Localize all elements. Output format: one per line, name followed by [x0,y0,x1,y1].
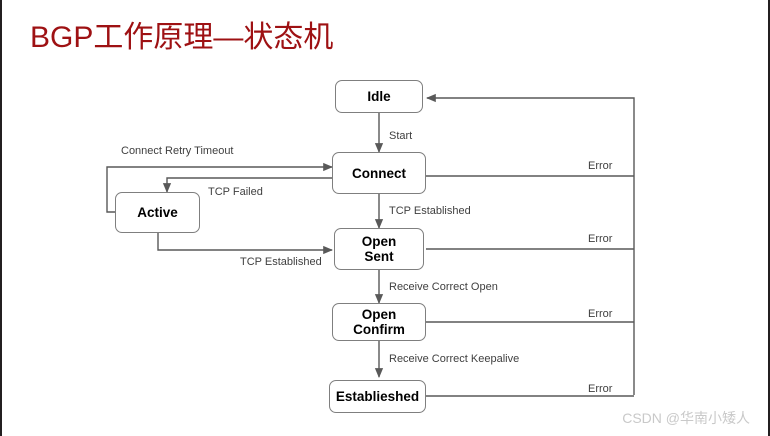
edge-label-receive-correct-keepalive: Receive Correct Keepalive [389,353,520,365]
csdn-watermark: CSDN @华南小矮人 [622,410,750,426]
state-label-open-sent-line1: Open [361,234,397,249]
state-label-active: Active [137,205,178,220]
edge-label-tcp-established-active: TCP Established [240,256,322,268]
state-box-established[interactable]: Establieshed [329,380,426,413]
edge-label-tcp-established-connect: TCP Established [389,205,471,217]
state-label-established: Establieshed [335,389,420,404]
edge-label-start: Start [389,130,413,142]
state-box-idle[interactable]: Idle [335,80,423,113]
state-box-active[interactable]: Active [115,192,200,233]
edge-label-error-open-sent: Error [588,233,613,245]
edge-error-return-bus [426,93,635,395]
state-label-open-confirm-line1: Open [361,307,397,322]
state-label-idle: Idle [367,89,391,104]
edge-connect-retry-timeout [106,162,333,213]
state-label-connect: Connect [352,165,406,181]
state-box-connect[interactable]: Connect [332,152,426,194]
edge-label-error-established: Error [588,383,613,395]
edge-label-connect-retry-timeout: Connect Retry Timeout [121,145,234,157]
state-label-open-confirm-line2: Confirm [353,322,405,337]
edge-label-receive-correct-open: Receive Correct Open [389,281,498,293]
edge-tcp-established-active [157,233,333,255]
state-box-open-confirm[interactable]: Open Confirm [332,303,426,341]
page-title: BGP工作原理—状态机 [30,21,334,54]
edge-label-tcp-failed: TCP Failed [208,186,263,198]
edge-label-error-open-confirm: Error [588,308,613,320]
state-box-open-sent[interactable]: Open Sent [334,228,424,270]
state-label-open-sent-line2: Sent [364,249,394,264]
edge-label-error-connect: Error [588,160,613,172]
edge-tcp-failed [162,177,332,193]
